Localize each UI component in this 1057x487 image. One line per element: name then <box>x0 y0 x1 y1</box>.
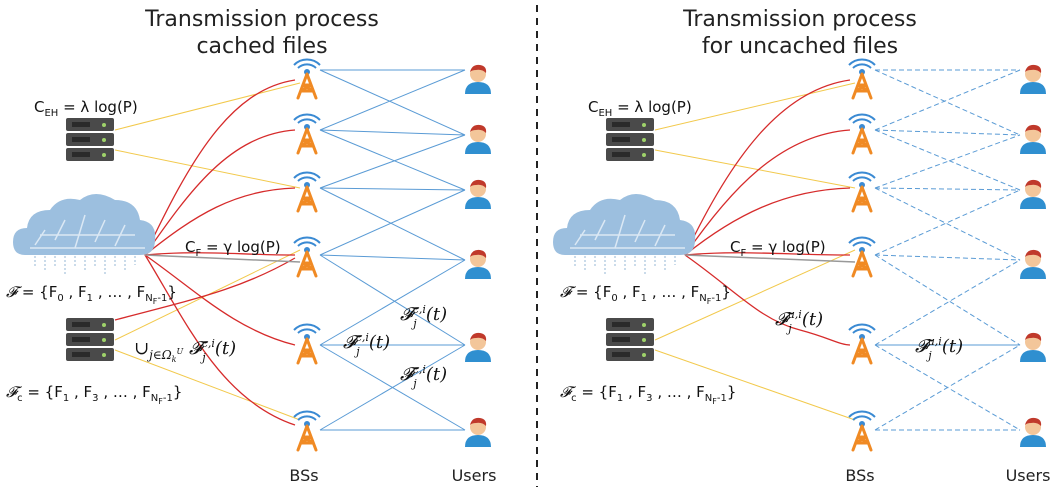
left-bss-label: BSs <box>289 466 318 485</box>
right-files-c: 𝓕c = {F1 , F3 , … , FNF-1} <box>560 383 736 406</box>
right-user-3 <box>1020 179 1046 209</box>
right-bs-1 <box>847 57 877 100</box>
right-files-all: 𝓕 = {F0 , F1 , … , FNF-1} <box>560 283 731 306</box>
right-user-6 <box>1020 417 1046 447</box>
right-cf-label: CF = γ log(P) <box>730 238 826 259</box>
right-bs-4 <box>847 235 877 278</box>
right-cf-link <box>684 254 856 263</box>
right-user-5 <box>1020 332 1046 362</box>
right-panel: Transmission process for uncached files <box>552 7 1051 485</box>
right-user-2 <box>1020 124 1046 154</box>
left-title-line2: cached files <box>196 34 327 59</box>
left-ceh-label: CEH = λ log(P) <box>34 98 138 119</box>
left-user-4 <box>465 249 491 279</box>
right-bs-6 <box>847 409 877 452</box>
left-f-top: 𝓕jc,i(t) <box>400 303 447 330</box>
right-cloud <box>552 193 696 275</box>
left-bs-3 <box>292 170 322 213</box>
right-blue-dashed-links <box>874 69 1021 431</box>
left-files-all: 𝓕 = {F0 , F1 , … , FNF-1} <box>6 283 177 306</box>
left-user-2 <box>465 124 491 154</box>
left-user-5 <box>465 332 491 362</box>
left-server-bottom <box>66 318 114 361</box>
right-title-line1: Transmission process <box>682 7 917 32</box>
left-user-6 <box>465 417 491 447</box>
left-union-formula: ∪j∈ΩkU 𝓕jc,i(t) <box>134 337 236 364</box>
left-cf-label: CF = γ log(P) <box>185 238 281 259</box>
right-bs-3 <box>847 170 877 213</box>
left-red-links <box>114 79 296 426</box>
right-users-label: Users <box>1006 466 1051 485</box>
right-server-top <box>606 118 654 161</box>
left-bs-1 <box>292 57 322 100</box>
left-user-3 <box>465 179 491 209</box>
right-red-links <box>684 79 851 346</box>
right-f-mid: 𝓕ju,i(t) <box>915 335 963 362</box>
left-blue-links <box>319 69 466 431</box>
left-bs-5 <box>292 322 322 365</box>
left-cf-link <box>144 254 301 263</box>
left-cloud <box>12 193 156 275</box>
left-panel: Transmission process cached files <box>6 7 496 485</box>
left-bs-2 <box>292 112 322 155</box>
right-bs-5 <box>847 322 877 365</box>
left-bs-6 <box>292 409 322 452</box>
right-yellow-links <box>654 82 856 421</box>
right-bss-label: BSs <box>845 466 874 485</box>
left-files-c: 𝓕c = {F1 , F3 , … , FNF-1} <box>6 383 182 406</box>
right-ceh-label: CEH = λ log(P) <box>588 98 692 119</box>
left-title-line1: Transmission process <box>144 7 379 32</box>
right-bs-2 <box>847 112 877 155</box>
left-f-bottom: 𝓕jc,i(t) <box>400 363 447 390</box>
right-f-upper: 𝓕ju,i(t) <box>775 308 823 335</box>
left-users-label: Users <box>452 466 497 485</box>
left-bs-4 <box>292 235 322 278</box>
left-user-1 <box>465 64 491 94</box>
right-server-bottom <box>606 318 654 361</box>
right-user-4 <box>1020 249 1046 279</box>
right-user-1 <box>1020 64 1046 94</box>
right-title-line2: for uncached files <box>702 34 898 59</box>
left-server-top <box>66 118 114 161</box>
